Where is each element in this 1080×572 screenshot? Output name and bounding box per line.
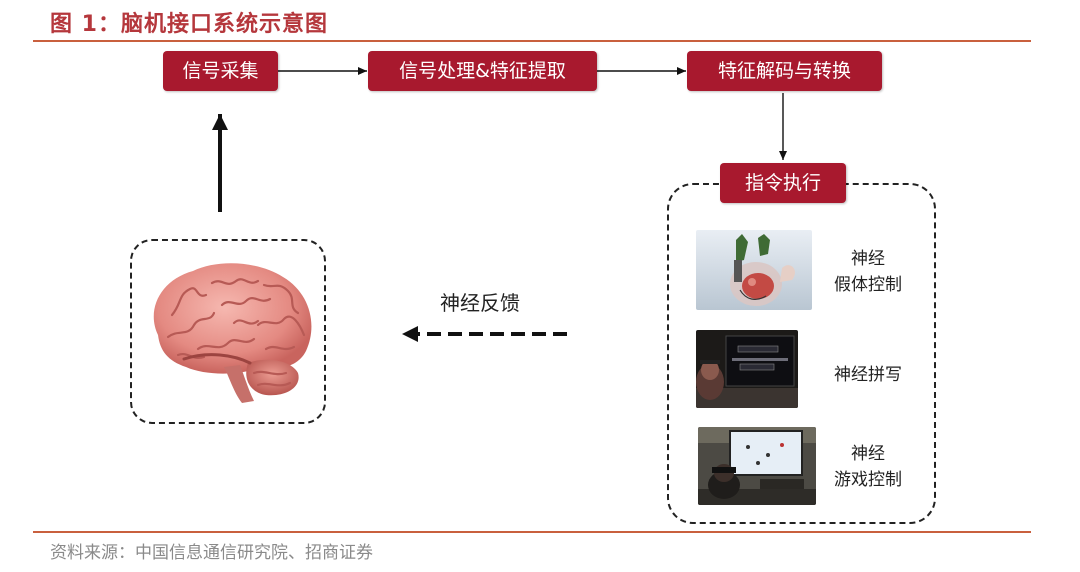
- app-label-game-line1: 神经: [851, 444, 885, 464]
- game-control-photo: [698, 427, 816, 505]
- figure-title: 图 1：脑机接口系统示意图: [50, 12, 328, 37]
- brain-panel: [130, 239, 326, 424]
- stage-command-execution: 指令执行: [720, 163, 846, 203]
- stage-feature-decoding: 特征解码与转换: [687, 51, 882, 91]
- brain-illustration: [138, 255, 320, 411]
- app-label-prosthetic-line2: 假体控制: [834, 275, 902, 295]
- source-note: 资料来源：中国信息通信研究院、招商证券: [50, 543, 373, 563]
- stage-signal-acquisition: 信号采集: [163, 51, 278, 91]
- app-label-game: 神经 游戏控制: [826, 441, 910, 493]
- stage-signal-processing: 信号处理&特征提取: [368, 51, 597, 91]
- prosthetic-control-photo: [696, 230, 812, 310]
- app-label-spelling-line1: 神经拼写: [834, 365, 902, 385]
- top-rule: [33, 40, 1031, 42]
- app-label-spelling: 神经拼写: [826, 362, 910, 388]
- app-label-game-line2: 游戏控制: [834, 470, 902, 490]
- app-label-prosthetic-line1: 神经: [851, 249, 885, 269]
- neural-spelling-photo: [696, 330, 798, 408]
- app-label-prosthetic: 神经 假体控制: [828, 246, 908, 298]
- bottom-rule: [33, 531, 1031, 533]
- feedback-label: 神经反馈: [440, 291, 520, 315]
